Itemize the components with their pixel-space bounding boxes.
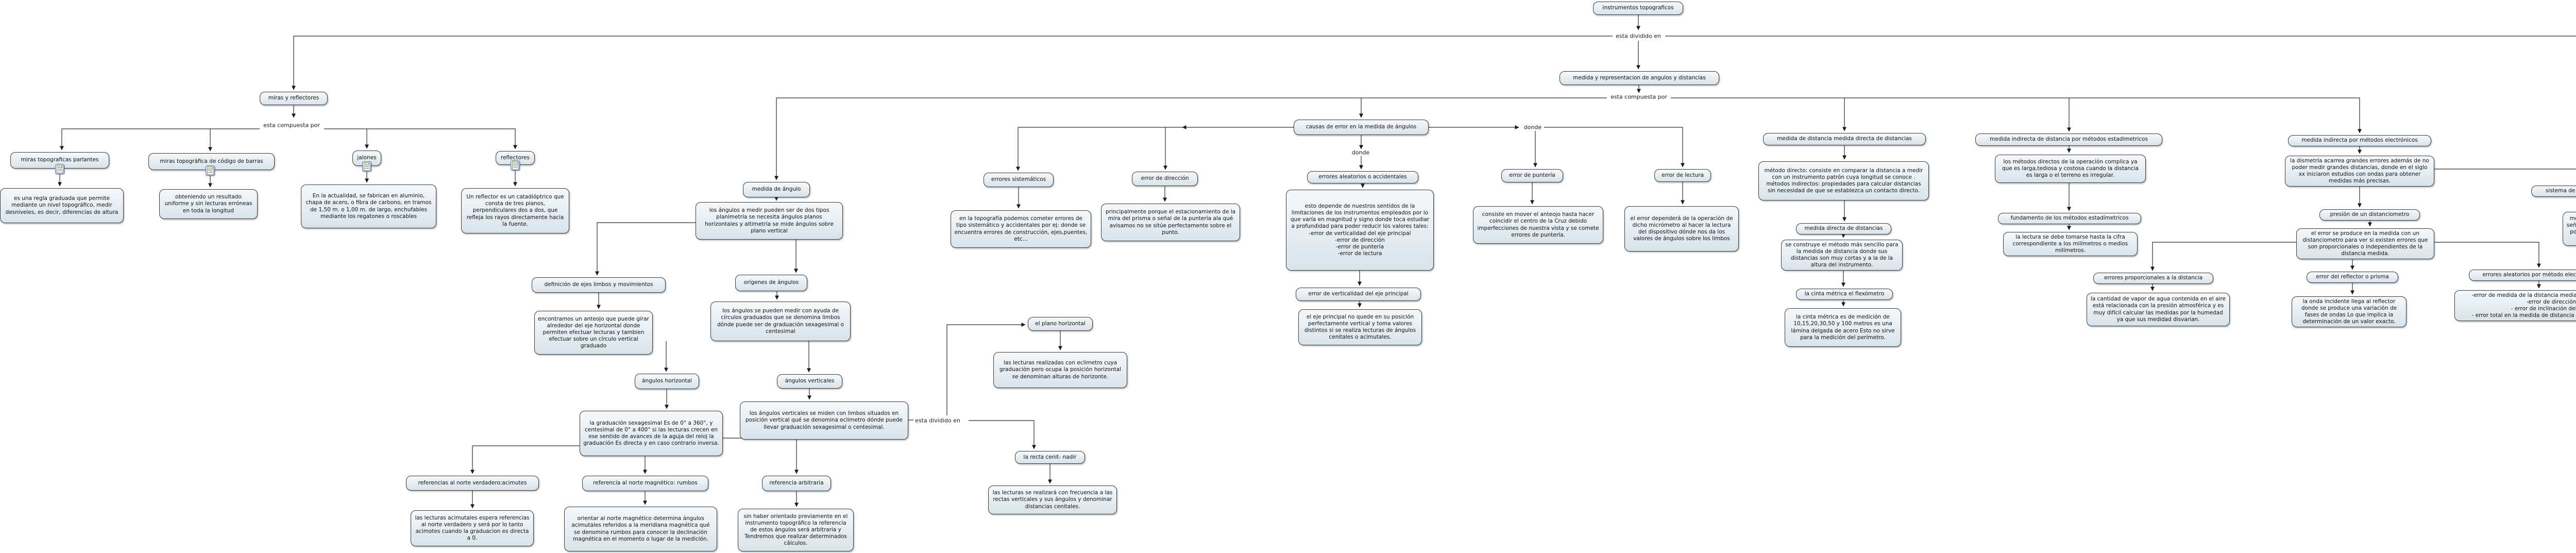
document-page-icon <box>207 166 214 175</box>
concept-medida-indirecta-electronicos[interactable]: medida indirecta por métodos electrónico… <box>2288 135 2431 146</box>
desc-origenes-de-angulos[interactable]: los ángulos se pueden medir con ayuda de… <box>710 301 851 341</box>
concept-angulos-horizontal[interactable]: ángulos horizontal <box>635 374 699 389</box>
desc-miras-codigo-barras[interactable]: obteniendo un resultado uniforme y sin l… <box>159 189 258 219</box>
concept-medida-directa-de-distancias[interactable]: medida directa de distancias <box>1796 223 1891 234</box>
concept-miras-codigo-barras[interactable]: miras topográfica de código de barras <box>148 153 275 170</box>
desc-error-verticalidad-eje[interactable]: el eje principal no quede en su posición… <box>1298 309 1422 345</box>
desc-referencia-norte-magnetico[interactable]: orientar al norte magnético determina án… <box>564 507 717 551</box>
desc-referencia-arbitraria[interactable]: sin haber orientado previamente en el in… <box>738 509 854 551</box>
desc-errores-sistematicos[interactable]: en la topografía podemos cometer errores… <box>951 210 1091 248</box>
desc-errores-aleatorios[interactable]: esto depende de nuestros sentidos de la … <box>1286 190 1434 271</box>
desc-medida-directa-de-distancias[interactable]: se construye el método más sencillo para… <box>1781 240 1903 271</box>
desc-reflectores[interactable]: Un reflector es un catadióptrico que con… <box>461 188 569 233</box>
desc-angulos-verticales[interactable]: los ángulos verticales se miden con limb… <box>740 401 908 440</box>
concept-causas-de-error[interactable]: causas de error en la medida de ángulos <box>1294 120 1429 135</box>
link-donde-abajo[interactable]: donde <box>1350 149 1371 156</box>
concept-error-de-lectura[interactable]: error de lectura <box>1654 169 1711 182</box>
concept-error-reflector-prisma[interactable]: error del reflector o prisma <box>2307 272 2398 283</box>
document-page-icon <box>363 162 370 171</box>
desc-definicion-ejes-limbos[interactable]: encontramos un anteojo que puede girar a… <box>534 311 653 355</box>
concept-referencias-norte-verdadero[interactable]: referencias al norte verdadero:acimutes <box>406 476 539 491</box>
desc-jalones[interactable]: En la actualidad, se fabrican en alumini… <box>301 185 436 228</box>
connector-line-30 <box>723 438 799 474</box>
concept-definicion-ejes-limbos[interactable]: definición de ejes limbos y movimientos <box>532 277 666 293</box>
concept-referencia-arbitraria[interactable]: referencia arbitraria <box>762 476 831 491</box>
desc-miras-parlantes[interactable]: es una regla graduada que permite median… <box>0 188 124 223</box>
document-page-icon <box>512 161 519 170</box>
connector-line-7 <box>324 128 517 149</box>
concept-el-plano-horizontal[interactable]: el plano horizontal <box>1028 317 1093 331</box>
concept-medida-indirecta-estadimetricos[interactable]: medida indirecta de distancia por método… <box>1975 133 2162 146</box>
connector-line-35 <box>946 323 1026 415</box>
connector-line-20 <box>595 222 696 276</box>
desc-cinta-metrica-flexometro[interactable]: la cinta métrica es de medición de 10,15… <box>1785 308 1901 347</box>
concept-miras-y-reflectores[interactable]: miras y reflectores <box>260 92 328 105</box>
link-esta-dividido-en-root[interactable]: esta dividido en <box>1614 32 1663 40</box>
concept-presion-distanciometro[interactable]: presión de un distanciometro <box>2319 209 2420 221</box>
desc-recta-cenit-nadir[interactable]: las lecturas se realizará con frecuencia… <box>988 485 1117 514</box>
concept-origenes-de-angulos[interactable]: orígenes de ángulos <box>735 275 807 291</box>
concept-errores-aleatorios-electronico[interactable]: errores aleatorios por método electrónic… <box>2469 270 2576 281</box>
desc-metodo-directo[interactable]: método directo: consiste en comparar la … <box>1758 161 1929 200</box>
concept-error-verticalidad-eje[interactable]: error de verticalidad del eje principal <box>1296 288 1421 301</box>
connector-line-28 <box>470 445 580 474</box>
desc-errores-proporcionales[interactable]: la cantidad de vapor de agua contenida e… <box>2087 293 2230 326</box>
document-page-icon <box>56 165 63 173</box>
concept-error-de-direccion[interactable]: error de dirección <box>1132 172 1198 186</box>
concept-errores-proporcionales[interactable]: errores proporcionales a la distancia <box>2093 273 2213 284</box>
desc-error-reflector-prisma[interactable]: la onda incidente llega al reflector don… <box>2292 296 2406 328</box>
resource-icon-miras-codigo-barras[interactable] <box>206 165 215 176</box>
resource-icon-reflectores[interactable] <box>511 160 520 171</box>
concept-medida-distancia-directa[interactable]: medida de distancia medida directa de di… <box>1763 133 1926 145</box>
desc-error-de-direccion[interactable]: principalmente porque el estacionamiento… <box>1101 204 1240 241</box>
connector-line-2 <box>1665 36 2576 37</box>
concept-medida-y-representacion[interactable]: medida y representacion de angulos y dis… <box>1560 71 1719 85</box>
concept-fundamento-estadimetricos[interactable]: fundamento de los métodos estadímetricos <box>1998 213 2141 224</box>
desc-error-de-punteria[interactable]: consiste en mover el anteojo hasta hacer… <box>1473 206 1603 244</box>
desc-sistema-comparacion-fase[interactable]: medición en tiempo invertido por una señ… <box>2563 212 2576 246</box>
desc-fundamento-estadimetricos[interactable]: la lectura se debe tomarse hasta la cifr… <box>2003 232 2138 257</box>
concept-cinta-metrica-flexometro[interactable]: la cinta métrica el flexómetro <box>1796 289 1893 300</box>
concept-medida-de-angulo[interactable]: medida de ángulo <box>743 182 810 197</box>
desc-error-de-lectura[interactable]: el error dependerá de la operación de di… <box>1624 206 1739 252</box>
desc-metodos-directos-complica[interactable]: los métodos directos de la operación com… <box>1995 155 2146 183</box>
connector-line-1 <box>292 36 1613 90</box>
desc-angulos-horizontal[interactable]: la graduación sexagesimal Es de 0° a 360… <box>580 411 723 456</box>
connector-line-14 <box>774 97 1607 180</box>
connector-line-73 <box>2434 242 2541 268</box>
link-esta-compuesta-por-miras[interactable]: esta compuesta por <box>262 122 321 129</box>
concept-errores-aleatorios[interactable]: errores aleatorios o accidentales <box>1307 171 1418 183</box>
concept-instrumentos-topograficos[interactable]: instrumentos topograficos <box>1593 2 1683 15</box>
desc-presion-distanciometro[interactable]: el error se produce en la medida con un … <box>2296 228 2434 260</box>
connector-line-15 <box>1671 97 2362 133</box>
connector-line-68 <box>2434 169 2576 170</box>
link-esta-compuesta-por-medida[interactable]: esta compuesta por <box>1609 93 1669 100</box>
desc-errores-aleatorios-electronico[interactable]: -error de medida de la distancia mediant… <box>2454 290 2576 322</box>
link-esta-dividido-en-verticales[interactable]: esta dividido en <box>913 417 962 424</box>
link-donde-derecha[interactable]: donde <box>1522 124 1544 131</box>
concept-recta-cenit-nadir[interactable]: la recta cenit- nadir <box>1015 451 1085 464</box>
resource-icon-miras-parlantes[interactable] <box>55 164 64 174</box>
desc-dismetria[interactable]: la dismetría acarrea grandes errores ade… <box>2285 156 2434 187</box>
connector-line-64 <box>2150 242 2296 271</box>
connector-line-5 <box>60 128 260 150</box>
concept-errores-sistematicos[interactable]: errores sistemáticos <box>984 173 1054 187</box>
concept-error-de-punteria[interactable]: error de puntería <box>1501 169 1563 182</box>
concept-angulos-verticales[interactable]: ángulos verticales <box>777 374 842 389</box>
desc-medida-de-angulo[interactable]: los ángulos a medir pueden ser de dos ti… <box>696 202 843 240</box>
concept-referencia-norte-magnetico[interactable]: referencia al norte magnético: rumbos <box>582 476 708 491</box>
resource-icon-jalones[interactable] <box>362 161 371 172</box>
concept-sistema-comparacion-fase[interactable]: sistema de medición de distancia compara… <box>2531 186 2576 197</box>
desc-referencias-norte-verdadero[interactable]: las lecturas acimutales espera referenci… <box>411 510 534 546</box>
connector-line-36 <box>969 420 1036 449</box>
desc-el-plano-horizontal[interactable]: las lecturas realizadas con eclimetro cu… <box>993 352 1127 388</box>
